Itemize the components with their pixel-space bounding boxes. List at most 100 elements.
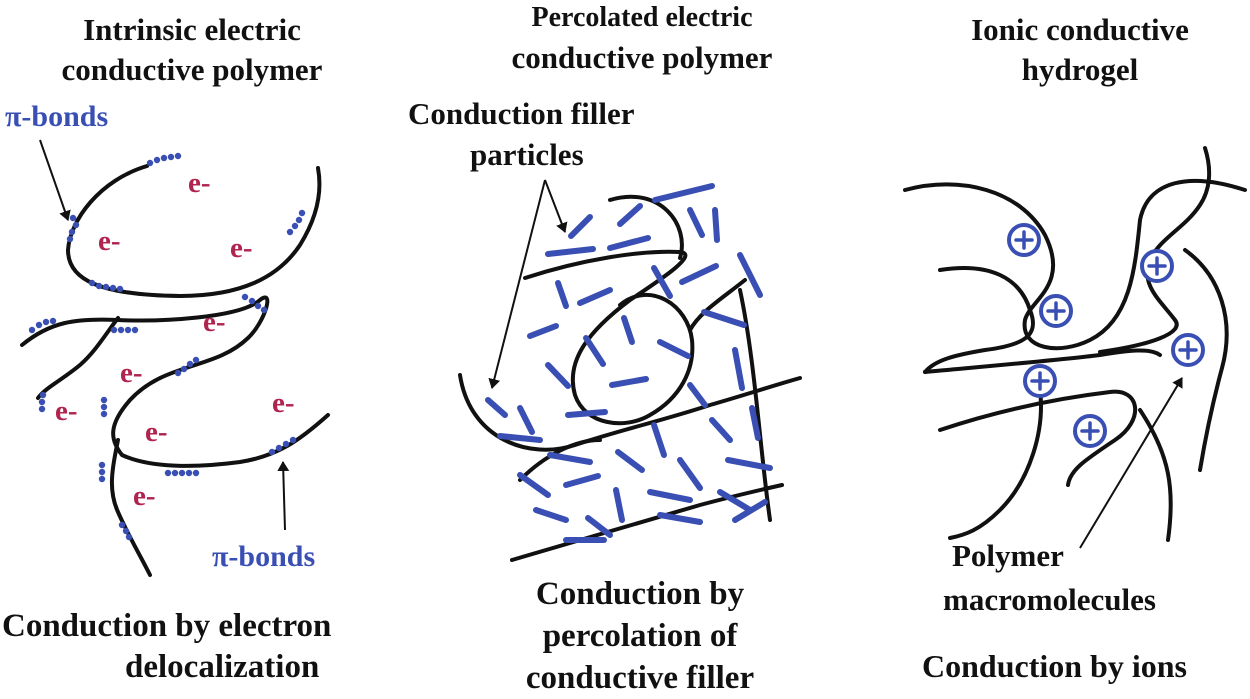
pi-bond-dot <box>100 396 108 404</box>
filler-rod <box>565 409 608 418</box>
macromolecule-arrow <box>1079 377 1183 549</box>
panel1-title-line1: Intrinsic electric <box>83 12 301 47</box>
polymer-chain <box>36 316 120 400</box>
pi-bond-dot <box>98 475 106 483</box>
panel2-caption-line1: Conduction by <box>536 576 745 612</box>
pi-bond-dot <box>295 216 303 224</box>
pi-bond-dot <box>180 365 188 373</box>
polymer-chain <box>923 348 1162 374</box>
pi-bond-dot <box>164 469 172 477</box>
electron-label: e- <box>203 306 226 338</box>
pi-bond-dot <box>174 152 182 160</box>
pi-bond-dot <box>146 159 154 167</box>
electrons: e- e- e- e- e- e- e- e- e- <box>55 167 295 512</box>
filler-rod <box>613 487 625 523</box>
filler-rod <box>717 489 753 513</box>
pi-bond-dot <box>116 285 124 293</box>
pi-bond-dot <box>268 448 276 456</box>
pi-bond-dot <box>35 321 43 329</box>
panel2-caption-line2: percolation of <box>543 618 739 654</box>
pi-bond-dot <box>95 282 103 290</box>
polymer-chain <box>738 288 772 522</box>
pi-bond-dot <box>69 214 77 222</box>
pi-bond-dot <box>167 153 175 161</box>
filler-rod <box>533 507 569 523</box>
polymer-chain <box>688 278 747 332</box>
filler-rod <box>568 214 593 239</box>
filler-rod <box>732 499 768 523</box>
filler-rod <box>615 449 645 473</box>
filler-rod <box>647 489 693 503</box>
pi-bond-dot <box>178 469 186 477</box>
filler-arrow <box>544 179 568 233</box>
pi-bond-dot <box>124 326 132 334</box>
cation <box>1039 294 1073 328</box>
panel2-title-line1: Percolated electric <box>531 2 752 33</box>
filler-rod <box>679 263 719 285</box>
polymer-chain <box>109 438 152 577</box>
electron-label: e- <box>133 480 156 512</box>
pi-bond-dot <box>185 469 193 477</box>
filler-rod <box>687 382 708 408</box>
panel1-title-line2: conductive polymer <box>62 52 323 87</box>
pi-bond-dot <box>102 283 110 291</box>
pi-bond-dot <box>49 317 57 325</box>
panel1-caption-line2: delocalization <box>125 649 319 685</box>
filler-rod <box>709 417 733 443</box>
panel1-caption-line1: Conduction by electron <box>2 608 331 644</box>
polymer-chain <box>608 194 684 260</box>
pi-bond-dot <box>241 293 249 301</box>
polymer-chain <box>20 295 330 468</box>
filler-rod <box>725 457 773 471</box>
polymer-chain <box>923 265 1035 374</box>
pi-bond-dot <box>254 302 262 310</box>
pi-bond-dot <box>117 326 125 334</box>
pi-bond-dot <box>100 410 108 418</box>
filler-rod <box>585 515 613 538</box>
pi-bond-dots <box>28 152 306 541</box>
pi-bond-dot <box>289 436 297 444</box>
pi-bond-dot <box>118 521 126 529</box>
pi-bond-dot <box>192 469 200 477</box>
pi-bond-dot <box>122 527 130 535</box>
pi-bond-dot <box>153 156 161 164</box>
pi-bonds-arrow-bottom <box>277 461 290 531</box>
filler-particles <box>485 183 773 543</box>
filler-rod <box>545 362 571 389</box>
panel2-caption-line3: conductive filler <box>526 660 754 696</box>
panel3-caption-line1: Conduction by ions <box>922 648 1187 684</box>
panel-percolated: Percolated electric conductive polymer C… <box>408 2 802 696</box>
electron-label: e- <box>145 416 168 448</box>
filler-rod <box>652 183 715 203</box>
cation <box>1171 333 1205 367</box>
polymer-chain <box>518 438 602 482</box>
pi-bond-dot <box>98 461 106 469</box>
filler-rod <box>651 422 667 458</box>
polymer-chain <box>523 249 695 426</box>
polymer-chain <box>65 164 322 299</box>
macro-label-line2: macromolecules <box>943 582 1156 617</box>
filler-rod <box>609 376 649 388</box>
pi-bond-dot <box>38 398 46 406</box>
pi-bond-dot <box>248 297 256 305</box>
cation <box>1007 223 1041 257</box>
filler-rod <box>621 315 635 345</box>
pi-bond-dot <box>39 391 47 399</box>
pi-bonds-label-top: π-bonds <box>5 100 108 133</box>
polymer-chain <box>510 483 784 562</box>
pi-bond-dot <box>72 221 80 229</box>
filler-rod <box>547 452 593 465</box>
cation <box>1140 249 1174 283</box>
filler-rod <box>712 207 720 243</box>
polymer-chain <box>458 373 802 452</box>
polymer-chain <box>903 178 1247 351</box>
electron-label: e- <box>272 387 295 419</box>
pi-bond-dot <box>42 318 50 326</box>
pi-bonds-label-bottom: π-bonds <box>212 540 315 573</box>
filler-rod <box>737 252 763 298</box>
filler-rod <box>701 309 747 328</box>
polymer-chain <box>1138 408 1173 542</box>
electron-label: e- <box>98 225 121 257</box>
pi-bond-dot <box>100 403 108 411</box>
